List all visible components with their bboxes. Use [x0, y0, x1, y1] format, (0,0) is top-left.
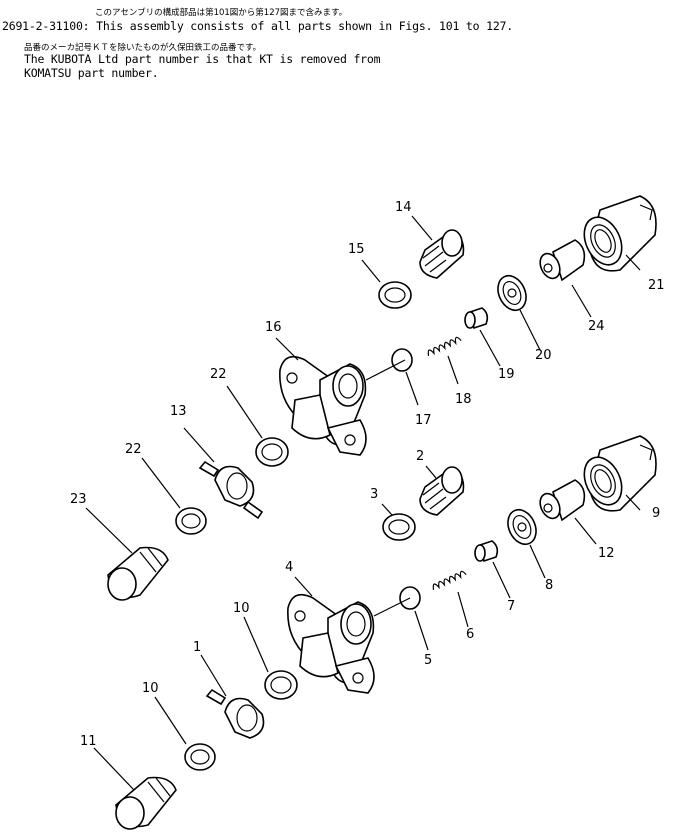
- part-1-eye-joint: [205, 688, 265, 739]
- note-jp-assembly: このアセンブリの構成部品は第101図から第127図まで含みます。: [95, 8, 348, 18]
- part-24-valve-seat: [539, 239, 586, 282]
- part-4-valve-body: [287, 593, 411, 694]
- part-23-banjo-bolt: [107, 546, 169, 601]
- part-16-valve-body: [279, 355, 406, 456]
- callout-2: 2: [416, 449, 424, 464]
- part-22-washer-lower: [175, 507, 207, 535]
- part-10-washer-lower: [184, 743, 216, 771]
- callout-3: 3: [370, 487, 378, 502]
- callout-15: 15: [348, 242, 365, 257]
- callout-18: 18: [455, 392, 472, 407]
- callout-10-lower: 10: [142, 681, 159, 696]
- callout-22-lower: 22: [125, 442, 142, 457]
- part-15-washer: [378, 281, 412, 309]
- callout-16: 16: [265, 320, 282, 335]
- part-21-cap-nut: [583, 195, 657, 272]
- part-18-spring: [427, 336, 462, 356]
- part-8-retainer: [507, 508, 537, 546]
- callout-19: 19: [498, 367, 515, 382]
- part-7-plunger: [474, 540, 499, 563]
- part-19-plunger: [464, 307, 489, 330]
- part-2-adapter: [419, 466, 465, 516]
- part-3-washer: [382, 513, 416, 541]
- part-11-banjo-bolt: [115, 776, 177, 830]
- part-9-cap-nut: [583, 435, 657, 512]
- callout-8: 8: [545, 578, 553, 593]
- part-22-washer-upper: [255, 437, 289, 467]
- callout-9: 9: [652, 506, 660, 521]
- part-12-valve-seat: [539, 479, 586, 522]
- part-20-retainer: [497, 274, 527, 312]
- leader-lines: [85, 215, 641, 791]
- callout-1: 1: [193, 640, 201, 655]
- note-assembly-scope: 2691-2-31100: This assembly consists of …: [2, 19, 513, 33]
- part-6-spring: [432, 570, 467, 590]
- part-14-adapter: [419, 229, 465, 279]
- callout-22-upper: 22: [210, 367, 227, 382]
- note-jp-kubota: 品番のメーカ記号ＫＴを除いたものが久保田鉄工の品番です。: [24, 43, 262, 53]
- callout-17: 17: [415, 413, 432, 428]
- callout-24: 24: [588, 319, 605, 334]
- callout-14: 14: [395, 200, 412, 215]
- callout-12: 12: [598, 546, 615, 561]
- callout-5: 5: [424, 653, 432, 668]
- callout-21: 21: [648, 278, 665, 293]
- callout-11: 11: [80, 734, 97, 749]
- callout-6: 6: [466, 627, 474, 642]
- callout-10-upper: 10: [233, 601, 250, 616]
- callout-23: 23: [70, 492, 87, 507]
- callout-numbers: 14 15 16 22 13 22 23 21 24 20 19 18 17 2…: [70, 200, 665, 749]
- callout-4: 4: [285, 560, 293, 575]
- callout-7: 7: [507, 599, 515, 614]
- part-13-eye-joint: [198, 460, 264, 520]
- note-kubota-part-number: The KUBOTA Ltd part number is that KT is…: [24, 52, 381, 66]
- part-17-disc: [391, 348, 413, 372]
- callout-13: 13: [170, 404, 187, 419]
- part-10-washer-upper: [264, 670, 298, 700]
- callout-20: 20: [535, 348, 552, 363]
- note-komatsu-part-number: KOMATSU part number.: [24, 66, 159, 80]
